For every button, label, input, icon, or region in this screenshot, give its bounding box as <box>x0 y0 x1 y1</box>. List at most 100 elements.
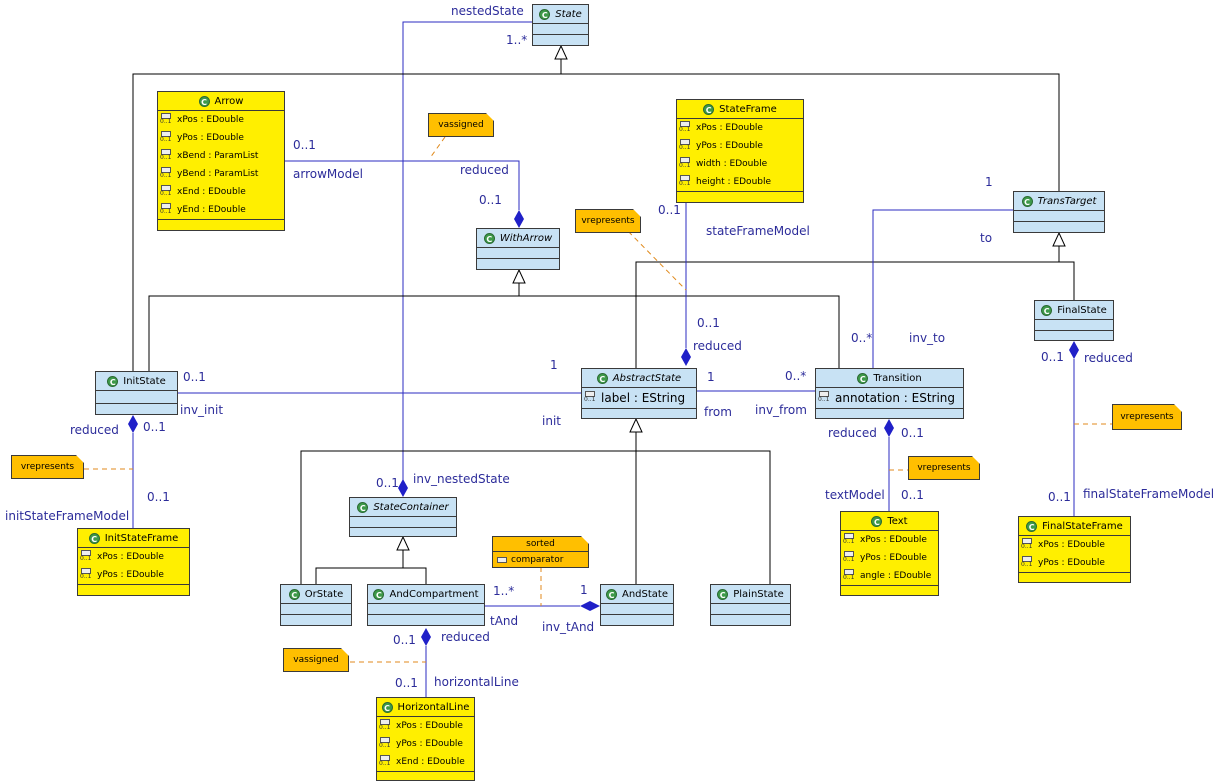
note-vassigned[interactable]: vassigned <box>428 113 494 137</box>
note-vrepresents[interactable]: vrepresents <box>1112 404 1182 430</box>
class-name: State <box>555 8 582 20</box>
multiplicity-label: 0..1 <box>183 370 206 384</box>
note-connector <box>621 224 687 291</box>
class-icon: C <box>373 588 385 600</box>
role-label: arrowModel <box>293 167 363 181</box>
attribute-icon: 0..1 <box>160 149 172 163</box>
note-vrepresents[interactable]: vrepresents <box>575 209 641 233</box>
role-label: nestedState <box>451 4 524 18</box>
attribute-icon: 0..1 <box>160 185 172 199</box>
arrowmodel-association <box>285 160 520 210</box>
role-label: inv_to <box>909 331 946 345</box>
attribute-icon: 0..1 <box>843 551 855 565</box>
attribute-icon: 0..1 <box>584 391 596 405</box>
class-name: Text <box>887 515 908 527</box>
class-icon: C <box>871 515 883 527</box>
role-label: inv_nestedState <box>413 472 510 486</box>
role-label: reduced <box>1084 351 1133 365</box>
note-vassigned[interactable]: vassigned <box>283 648 349 672</box>
role-label: horizontalLine <box>434 675 519 689</box>
class-state[interactable]: C State <box>532 4 589 46</box>
class-name: InitStateFrame <box>104 532 179 544</box>
class-name: AbstractState <box>612 372 682 384</box>
class-name: PlainState <box>733 588 784 600</box>
class-name: OrState <box>304 588 344 600</box>
class-icon: C <box>539 8 551 20</box>
composition-diamond <box>421 628 431 646</box>
note-vrepresents[interactable]: vrepresents <box>908 456 980 480</box>
generalization-arrowhead <box>512 268 526 284</box>
class-name: Arrow <box>214 95 244 107</box>
multiplicity-label: 0..1 <box>901 426 924 440</box>
nestedstate-association <box>402 21 532 490</box>
attribute-icon: 0..1 <box>160 131 172 145</box>
class-name: WithArrow <box>499 232 553 244</box>
class-icon: C <box>596 372 608 384</box>
multiplicity-label: 0..1 <box>376 476 399 490</box>
class-witharrow[interactable]: C WithArrow <box>476 228 560 270</box>
multiplicity-label: 0..1 <box>143 420 166 434</box>
attribute-icon: 0..1 <box>1021 556 1033 570</box>
class-icon: C <box>717 588 729 600</box>
multiplicity-label: 1..* <box>506 33 528 47</box>
role-label: reduced <box>693 339 742 353</box>
generalization-finalstate-transtarget <box>1059 261 1075 300</box>
multiplicity-label: 0..1 <box>901 488 924 502</box>
generalization-orstate-abstractstate <box>300 432 637 584</box>
class-icon: C <box>703 103 715 115</box>
attribute-icon: 0..1 <box>818 391 830 405</box>
class-icon: C <box>107 375 119 387</box>
class-icon: C <box>483 232 495 244</box>
multiplicity-label: 0..1 <box>395 676 418 690</box>
generalization-transition-witharrow <box>519 295 840 368</box>
class-plainstate[interactable]: C PlainState <box>710 584 791 626</box>
note-vrepresents[interactable]: vrepresents <box>11 455 84 479</box>
composition-diamond <box>681 348 691 366</box>
role-label: to <box>980 231 993 245</box>
composition-diamond <box>1069 341 1079 359</box>
composition-diamond <box>128 415 138 433</box>
class-icon: C <box>381 701 393 713</box>
class-icon: C <box>1021 195 1033 207</box>
attribute-icon: 0..1 <box>679 157 691 171</box>
note-sorted[interactable]: sorted comparator <box>492 536 589 568</box>
role-label: inv_init <box>180 403 224 417</box>
class-icon: C <box>1026 520 1038 532</box>
generalization-initstate-witharrow <box>148 283 520 371</box>
role-label: from <box>704 405 732 419</box>
multiplicity-label: 1 <box>707 370 715 384</box>
role-label: reduced <box>441 630 490 644</box>
class-name: HorizontalLine <box>397 701 470 713</box>
attribute-icon: 0..1 <box>379 737 391 751</box>
composition-diamond <box>514 210 524 228</box>
attribute-icon: 0..1 <box>160 167 172 181</box>
composition-diamond <box>398 479 408 497</box>
